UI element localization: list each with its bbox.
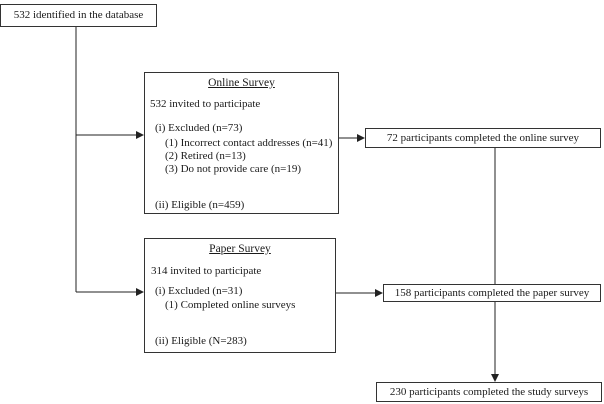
paper-completed-label: 158 participants completed the paper sur… (394, 287, 590, 299)
online-survey-box: Online Survey 532 invited to participate… (144, 72, 339, 214)
paper-excluded: (i) Excluded (n=31) (155, 285, 243, 297)
identified-label: 532 identified in the database (13, 9, 144, 21)
online-survey-title: Online Survey (208, 77, 275, 89)
online-excluded: (i) Excluded (n=73) (155, 122, 243, 134)
paper-completed-box: 158 participants completed the paper sur… (383, 284, 601, 302)
total-completed-label: 230 participants completed the study sur… (389, 386, 589, 398)
online-reason-2: (2) Retired (n=13) (165, 150, 246, 162)
paper-survey-box: Paper Survey 314 invited to participate … (144, 238, 336, 353)
paper-survey-title: Paper Survey (209, 243, 271, 255)
paper-eligible: (ii) Eligible (N=283) (155, 335, 247, 347)
identified-box: 532 identified in the database (0, 4, 157, 27)
paper-invited: 314 invited to participate (151, 265, 262, 277)
online-invited: 532 invited to participate (150, 98, 261, 110)
online-reason-3: (3) Do not provide care (n=19) (165, 163, 302, 175)
online-completed-box: 72 participants completed the online sur… (365, 128, 601, 148)
online-reason-1: (1) Incorrect contact addresses (n=41) (165, 137, 333, 149)
online-completed-label: 72 participants completed the online sur… (386, 132, 580, 144)
paper-reason-1: (1) Completed online surveys (165, 299, 296, 311)
total-completed-box: 230 participants completed the study sur… (376, 382, 602, 402)
online-eligible: (ii) Eligible (n=459) (155, 199, 245, 211)
